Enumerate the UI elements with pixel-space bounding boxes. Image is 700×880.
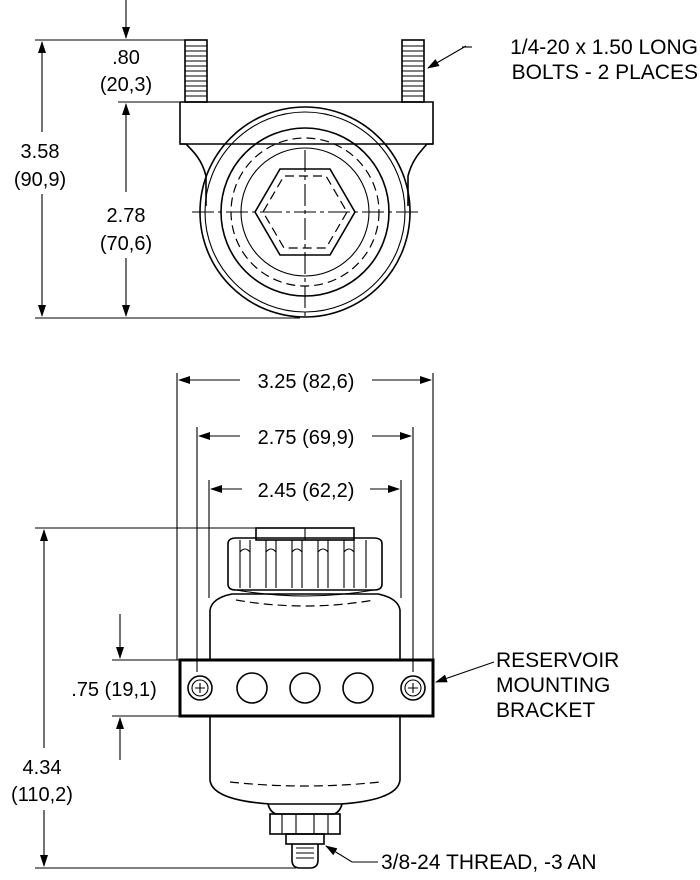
bolts-leader xyxy=(427,45,467,69)
dim-bracket-width: 3.25 (82,6) xyxy=(258,371,355,393)
reservoir-body-upper xyxy=(209,593,401,660)
dim-center-mm: (70,6) xyxy=(100,233,152,255)
dim-offset-inch: .80 xyxy=(112,47,140,69)
bracket-note-line2: MOUNTING xyxy=(496,674,610,697)
bracket-leader xyxy=(435,661,495,683)
dim-height-mm: (90,9) xyxy=(14,169,66,191)
dim-total-height-mm: (110,2) xyxy=(11,784,73,806)
bracket-note-line3: BRACKET xyxy=(496,699,595,722)
bolts-note-line1: 1/4-20 x 1.50 LONG xyxy=(510,36,698,59)
outlet-boss xyxy=(267,803,343,815)
thread-note: 3/8-24 THREAD, -3 AN xyxy=(381,851,597,874)
bolts-note-line2: BOLTS - 2 PLACES xyxy=(512,61,698,84)
thread-leader xyxy=(325,845,378,863)
reservoir-cap xyxy=(227,527,383,597)
hidden-fluid-line xyxy=(235,599,375,607)
bolt-right xyxy=(401,39,425,103)
reservoir-body-lower xyxy=(209,716,401,805)
dim-label-bg xyxy=(2,748,86,810)
dim-offset-mm: (20,3) xyxy=(100,74,152,96)
bracket-note-line1: RESERVOIR xyxy=(496,649,619,672)
dim-height-inch: 3.58 xyxy=(21,141,60,163)
bolt-left xyxy=(184,39,208,103)
dim-bracket-height: .75 (19,1) xyxy=(71,679,157,701)
dim-label-bg xyxy=(86,192,166,258)
top-view: 3.58 (90,9) .80 (20,3) 2.78 (70,6) xyxy=(2,0,698,320)
dim-hole-spacing: 2.75 (69,9) xyxy=(258,427,355,449)
hidden-fluid-line xyxy=(229,781,381,787)
outlet-fitting xyxy=(269,813,341,869)
dim-body-width: 2.45 (62,2) xyxy=(258,480,355,502)
dim-center-inch: 2.78 xyxy=(107,205,146,227)
mounting-bracket xyxy=(178,658,435,718)
dim-total-height-inch: 4.34 xyxy=(23,757,62,779)
front-view: 3.25 (82,6) 2.75 (69,9) 2.45 (62,2) 4.34… xyxy=(2,371,619,874)
dim-label-bg xyxy=(2,132,82,194)
